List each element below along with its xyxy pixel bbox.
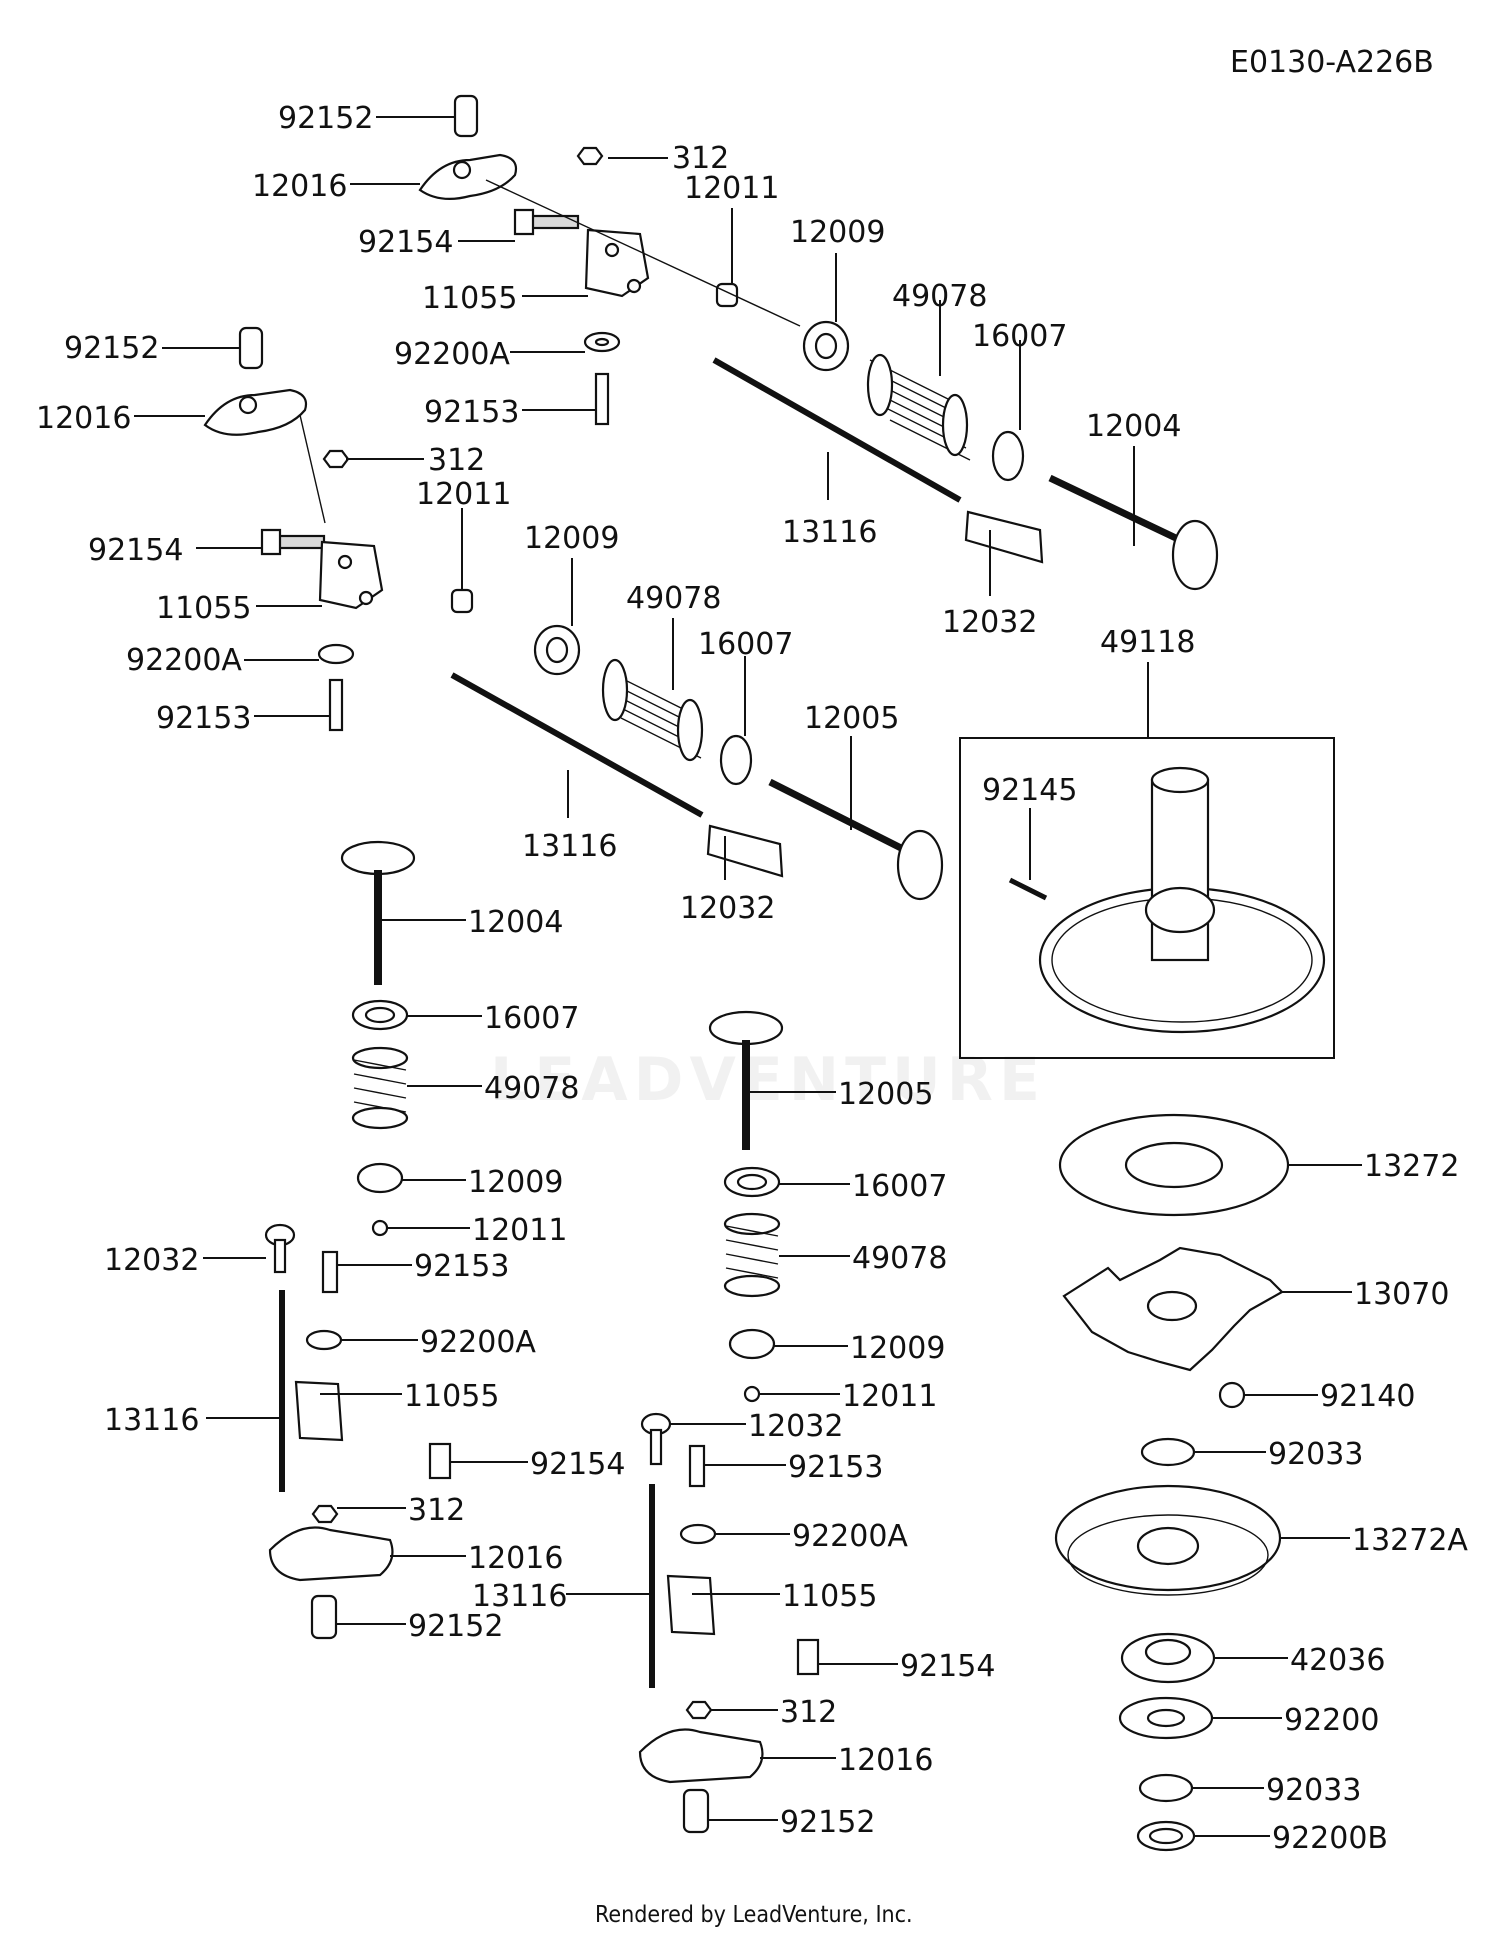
part-label: 92153 [424, 395, 519, 430]
part-label: 92200 [1284, 1703, 1379, 1738]
part-label: 13272 [1364, 1149, 1459, 1184]
part-label: 92200B [1272, 1821, 1388, 1856]
part-label: 92200A [792, 1519, 908, 1554]
part-shapes-middle [203, 326, 944, 901]
part-label: 12011 [684, 171, 779, 206]
part-label: 92154 [358, 225, 453, 260]
part-label: 12004 [468, 905, 563, 940]
part-label: 312 [780, 1695, 837, 1730]
camshaft-assembly-shape [959, 737, 1335, 1059]
part-label: 92154 [530, 1447, 625, 1482]
part-label: 92200A [126, 643, 242, 678]
part-label: 92145 [982, 773, 1077, 808]
part-label: 13272A [1352, 1523, 1468, 1558]
part-label: 12032 [942, 605, 1037, 640]
part-label: 12016 [36, 401, 131, 436]
part-label: 12011 [842, 1379, 937, 1414]
part-label: 12032 [680, 891, 775, 926]
part-label: 92152 [408, 1609, 503, 1644]
part-label: 13116 [782, 515, 877, 550]
part-label: 92033 [1268, 1437, 1363, 1472]
part-label: 12016 [468, 1541, 563, 1576]
part-labels: 92152 12016 312 12011 92154 12009 11055 … [36, 101, 1468, 1856]
part-label: 12016 [838, 1743, 933, 1778]
part-label: 92200A [420, 1325, 536, 1360]
part-label: 92154 [900, 1649, 995, 1684]
part-label: 92152 [780, 1805, 875, 1840]
part-label: 12011 [416, 477, 511, 512]
part-label: 12009 [468, 1165, 563, 1200]
part-label: 312 [672, 141, 729, 176]
part-label: 49078 [626, 581, 721, 616]
part-label: 12009 [850, 1331, 945, 1366]
part-label: 16007 [852, 1169, 947, 1204]
part-label: 11055 [156, 591, 251, 626]
part-label: 92033 [1266, 1773, 1361, 1808]
part-label: 312 [428, 443, 485, 478]
part-label: 13116 [472, 1579, 567, 1614]
part-shapes-right [1054, 1113, 1290, 1852]
part-label: 312 [408, 1493, 465, 1528]
part-label: 12004 [1086, 409, 1181, 444]
part-label: 49078 [852, 1241, 947, 1276]
part-label: 16007 [972, 319, 1067, 354]
part-label: 92152 [278, 101, 373, 136]
part-label: 12005 [804, 701, 899, 736]
part-label: 92153 [788, 1450, 883, 1485]
leader-lines [134, 116, 1362, 1837]
part-label: 11055 [404, 1379, 499, 1414]
part-label: 16007 [698, 627, 793, 662]
part-label: 49078 [484, 1071, 579, 1106]
part-label: 13070 [1354, 1277, 1449, 1312]
part-label: 12032 [104, 1243, 199, 1278]
part-label: 16007 [484, 1001, 579, 1036]
footer-credit: Rendered by LeadVenture, Inc. [595, 1902, 913, 1928]
diagram-code: E0130-A226B [1230, 45, 1434, 80]
part-label: 42036 [1290, 1643, 1385, 1678]
part-shapes-lower-middle [638, 1010, 820, 1834]
part-label: 12016 [252, 169, 347, 204]
part-label: 12009 [524, 521, 619, 556]
part-label: 92140 [1320, 1379, 1415, 1414]
part-label: 12011 [472, 1213, 567, 1248]
part-shapes-lower-left [264, 840, 452, 1640]
part-label: 13116 [104, 1403, 199, 1438]
part-label: 11055 [422, 281, 517, 316]
part-label: 11055 [782, 1579, 877, 1614]
part-label: 92153 [414, 1249, 509, 1284]
part-label: 12032 [748, 1409, 843, 1444]
part-label: 92154 [88, 533, 183, 568]
part-label: 92153 [156, 701, 251, 736]
part-label: 92152 [64, 331, 159, 366]
part-label: 12009 [790, 215, 885, 250]
part-label: 92200A [394, 337, 510, 372]
part-label: 49078 [892, 279, 987, 314]
part-label: 49118 [1100, 625, 1195, 660]
part-label: 13116 [522, 829, 617, 864]
part-label: 12005 [838, 1077, 933, 1112]
part-shapes-upper [418, 94, 1219, 591]
watermark: LEADVENTURE [490, 1045, 1046, 1115]
